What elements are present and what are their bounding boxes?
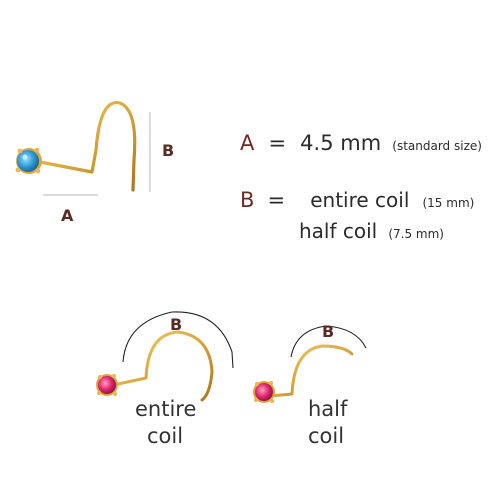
- half-coil-pink-gem: [255, 383, 273, 401]
- half-coil-wire: [268, 344, 354, 398]
- entire-coil-wire: [116, 330, 214, 402]
- spec-a-note: (standard size): [392, 139, 482, 153]
- top-wire: [38, 100, 137, 192]
- half-coil-figure: B half coil: [253, 322, 367, 448]
- spec-b-line2-row: half coil (7.5 mm): [299, 219, 444, 243]
- entire-coil-guide-arc: [122, 311, 234, 369]
- half-coil-guide-arc: [290, 325, 367, 358]
- half-coil-caption-line1: half: [308, 397, 348, 421]
- top-gem-setting: [15, 147, 42, 174]
- top-label-b: B: [162, 141, 174, 160]
- top-nose-stud: A B: [15, 100, 174, 225]
- spec-b-line1: entire coil: [310, 188, 409, 212]
- spec-b-letter: B: [240, 188, 254, 212]
- half-coil-label-b: B: [322, 322, 334, 341]
- spec-b-line1-note: (15 mm): [422, 196, 474, 210]
- spec-a-equals: =: [268, 131, 286, 155]
- spec-b-equals: =: [268, 188, 286, 212]
- spec-b-line: B = entire coil (15 mm): [240, 188, 474, 212]
- spec-b-line2: half coil: [299, 219, 377, 243]
- half-coil-caption-line2: coil: [308, 424, 344, 448]
- top-blue-gem: [17, 150, 39, 172]
- size-specs: A = 4.5 mm (standard size) B = entire co…: [240, 131, 482, 243]
- entire-coil-caption-line1: entire: [135, 397, 196, 421]
- spec-a-value: 4.5 mm: [300, 131, 381, 155]
- top-label-a: A: [61, 206, 74, 225]
- half-coil-gem-setting: [253, 380, 275, 404]
- spec-a-line: A = 4.5 mm (standard size): [240, 131, 482, 155]
- entire-coil-caption-line2: coil: [147, 424, 183, 448]
- spec-b-line2-note: (7.5 mm): [388, 227, 444, 241]
- entire-coil-label-b: B: [170, 315, 182, 334]
- entire-coil-figure: B entire coil: [96, 311, 234, 448]
- entire-coil-gem-setting: [96, 373, 118, 397]
- spec-a-letter: A: [240, 131, 255, 155]
- entire-coil-pink-gem: [98, 376, 116, 394]
